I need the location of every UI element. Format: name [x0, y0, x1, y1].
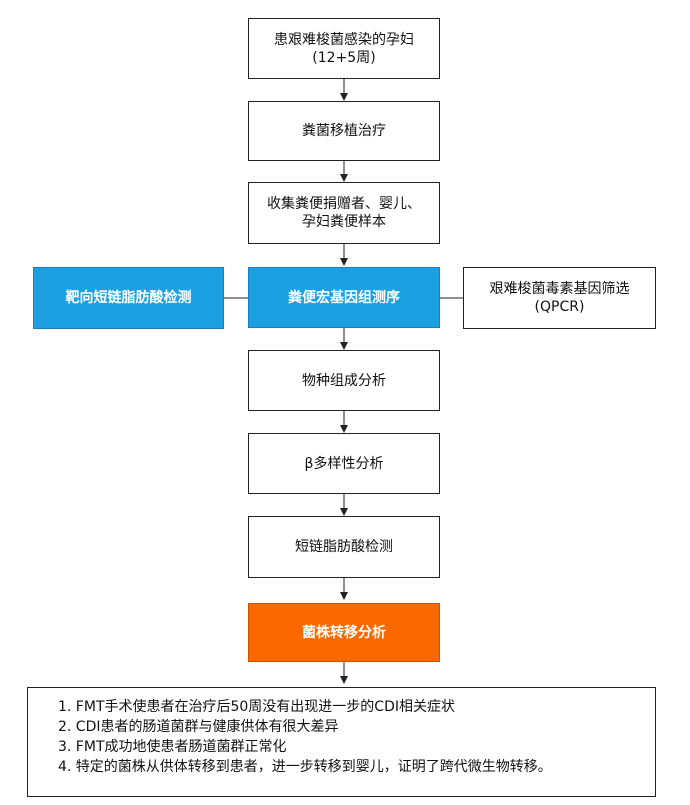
step-scfa-detection: 短链脂肪酸检测: [248, 516, 440, 578]
conclusion-item: 1. FMT手术使患者在治疗后50周没有出现进一步的CDI相关症状: [58, 699, 455, 715]
step-metagenome-sequencing: 粪便宏基因组测序: [248, 267, 440, 328]
step-scfa-targeted: 靶向短链脂肪酸检测: [33, 267, 224, 329]
step-species-composition: 物种组成分析: [248, 350, 440, 411]
conclusions-box: 1. FMT手术使患者在治疗后50周没有出现进一步的CDI相关症状 2. CDI…: [27, 687, 656, 797]
conclusion-item: 4. 特定的菌株从供体转移到患者，进一步转移到婴儿，证明了跨代微生物转移。: [58, 759, 552, 775]
step-fecal-transplant: 粪菌移植治疗: [248, 101, 440, 161]
conclusion-item: 2. CDI患者的肠道菌群与健康供体有很大差异: [58, 719, 339, 735]
step-pregnant-patient: 患艰难梭菌感染的孕妇 (12+5周): [248, 18, 440, 79]
step-toxin-gene-screen: 艰难梭菌毒素基因筛选 (QPCR): [463, 267, 656, 329]
step-sample-collection: 收集粪便捐赠者、婴儿、 孕妇粪便样本: [248, 182, 440, 244]
step-strain-transfer: 菌株转移分析: [248, 603, 440, 662]
conclusion-item: 3. FMT成功地使患者肠道菌群正常化: [58, 739, 287, 755]
step-beta-diversity: β多样性分析: [248, 433, 440, 494]
